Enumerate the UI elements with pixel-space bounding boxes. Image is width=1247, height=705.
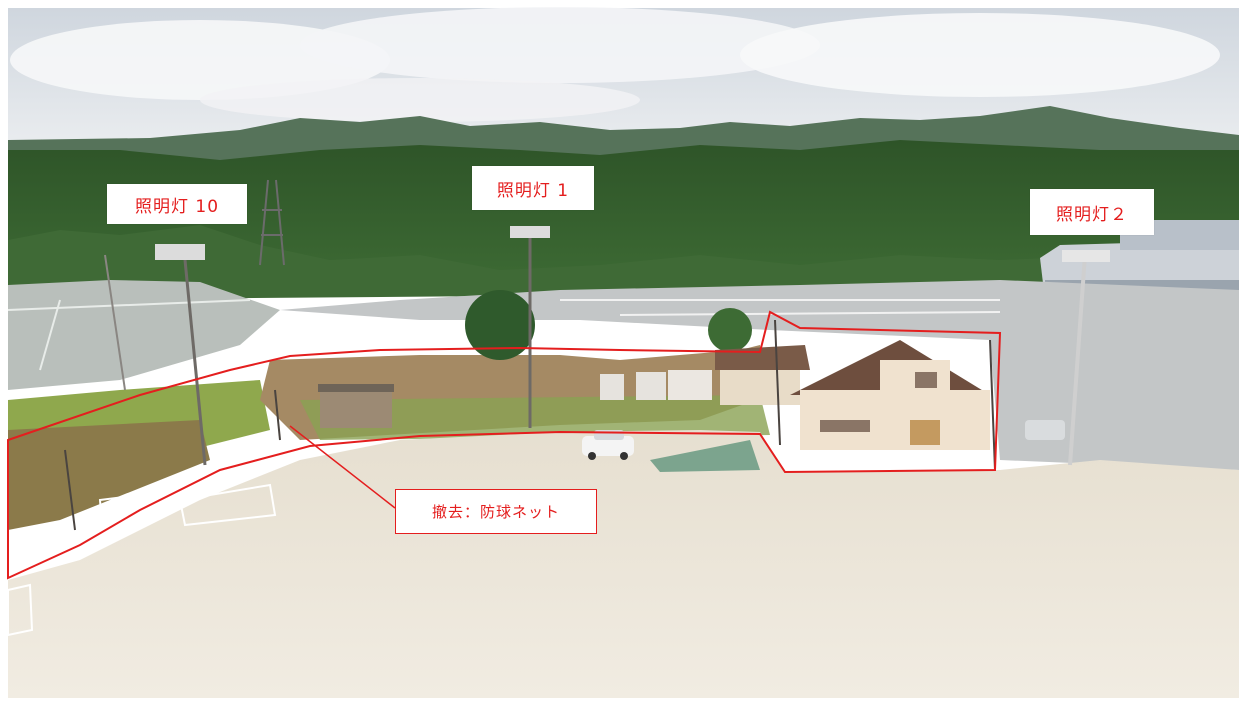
parking-lines xyxy=(619,311,1001,316)
tree xyxy=(708,308,752,352)
label-light-10: 照明灯 10 xyxy=(107,184,247,224)
cloud xyxy=(200,78,640,122)
white-car xyxy=(582,436,634,456)
label-light-1: 照明灯 1 xyxy=(472,166,594,210)
goal-frame xyxy=(178,483,277,527)
parking-lot xyxy=(280,280,1239,470)
field-line xyxy=(7,299,251,311)
forest-lower xyxy=(8,225,1239,300)
clubhouse-window xyxy=(915,372,937,388)
shed xyxy=(320,388,392,428)
transmission-tower xyxy=(259,179,285,266)
storage-box xyxy=(600,374,624,400)
cloud xyxy=(300,7,820,83)
goal-frame xyxy=(7,583,34,637)
car-wheel xyxy=(588,452,596,460)
net-pole xyxy=(64,449,76,531)
label-light-2: 照明灯２ xyxy=(1030,189,1154,235)
clubhouse-door xyxy=(910,420,940,445)
light-pole xyxy=(1068,254,1087,466)
floodlight-head xyxy=(1062,250,1110,262)
net-pole xyxy=(274,389,281,441)
utility-pole xyxy=(104,254,126,391)
removal-area-outline xyxy=(7,310,1002,580)
parked-car xyxy=(1025,420,1065,440)
cloud xyxy=(740,13,1220,97)
light-pole xyxy=(183,259,207,466)
net-pole xyxy=(774,319,781,446)
grass-strip xyxy=(300,395,770,440)
ground-net xyxy=(650,440,760,472)
clubhouse-window xyxy=(820,420,870,432)
field-line xyxy=(39,299,61,371)
floodlight-head xyxy=(510,226,550,238)
sand-ground xyxy=(8,430,1239,698)
floodlight-head xyxy=(155,244,205,260)
callout-leader-line xyxy=(289,425,396,509)
storage-box xyxy=(668,370,712,400)
soil xyxy=(8,420,210,530)
forest xyxy=(8,140,1239,290)
car-wheel xyxy=(620,452,628,460)
shed-roof xyxy=(318,384,394,392)
net-pole xyxy=(989,339,996,471)
storage-box xyxy=(636,372,666,400)
cloud xyxy=(10,20,390,100)
label-removal-net: 撤去：防球ネット xyxy=(395,489,597,534)
goal-frame xyxy=(98,493,144,527)
pine-tree xyxy=(465,290,535,360)
